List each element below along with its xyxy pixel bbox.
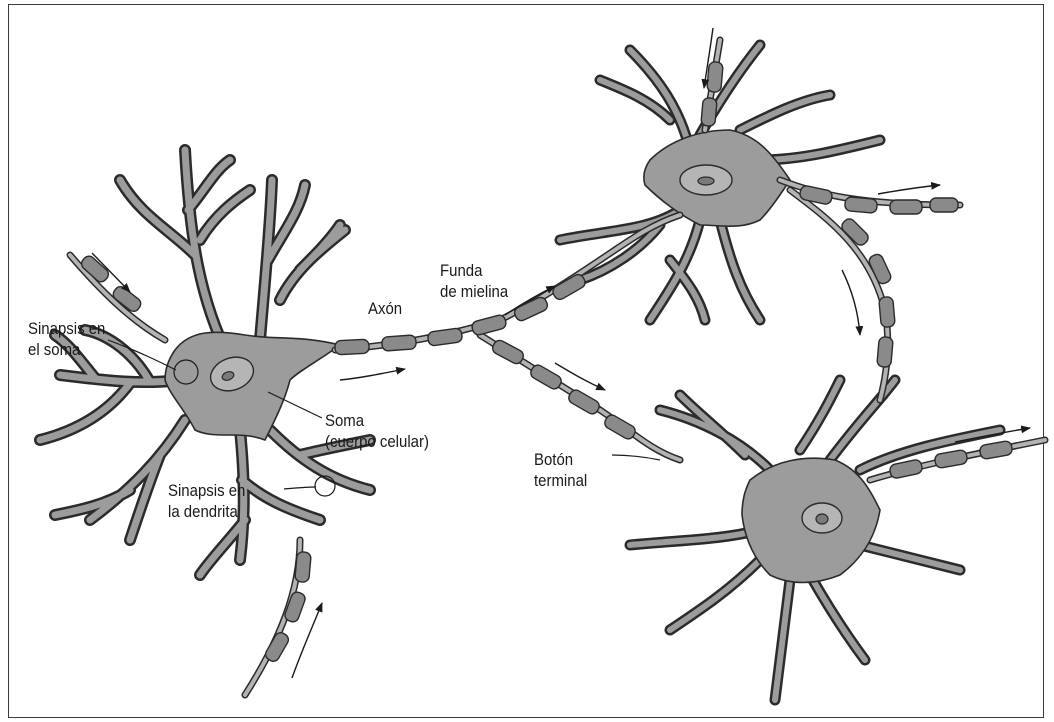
- bottom-neuron: [630, 380, 1000, 700]
- main-neuron-soma: [165, 332, 340, 440]
- label-myelin-sheath: Funda de mielina: [440, 260, 508, 302]
- bottom-neuron-nucleolus: [816, 514, 828, 524]
- top-neuron-nucleolus: [698, 177, 714, 185]
- label-axon: Axón: [368, 298, 402, 319]
- label-soma: Soma (cuerpo celular): [325, 410, 429, 452]
- label-terminal-button: Botón terminal: [534, 449, 587, 491]
- label-synapse-dendrite: Sinapsis en la dendrita: [168, 480, 245, 522]
- label-synapse-soma: Sinapsis en el soma: [28, 318, 105, 360]
